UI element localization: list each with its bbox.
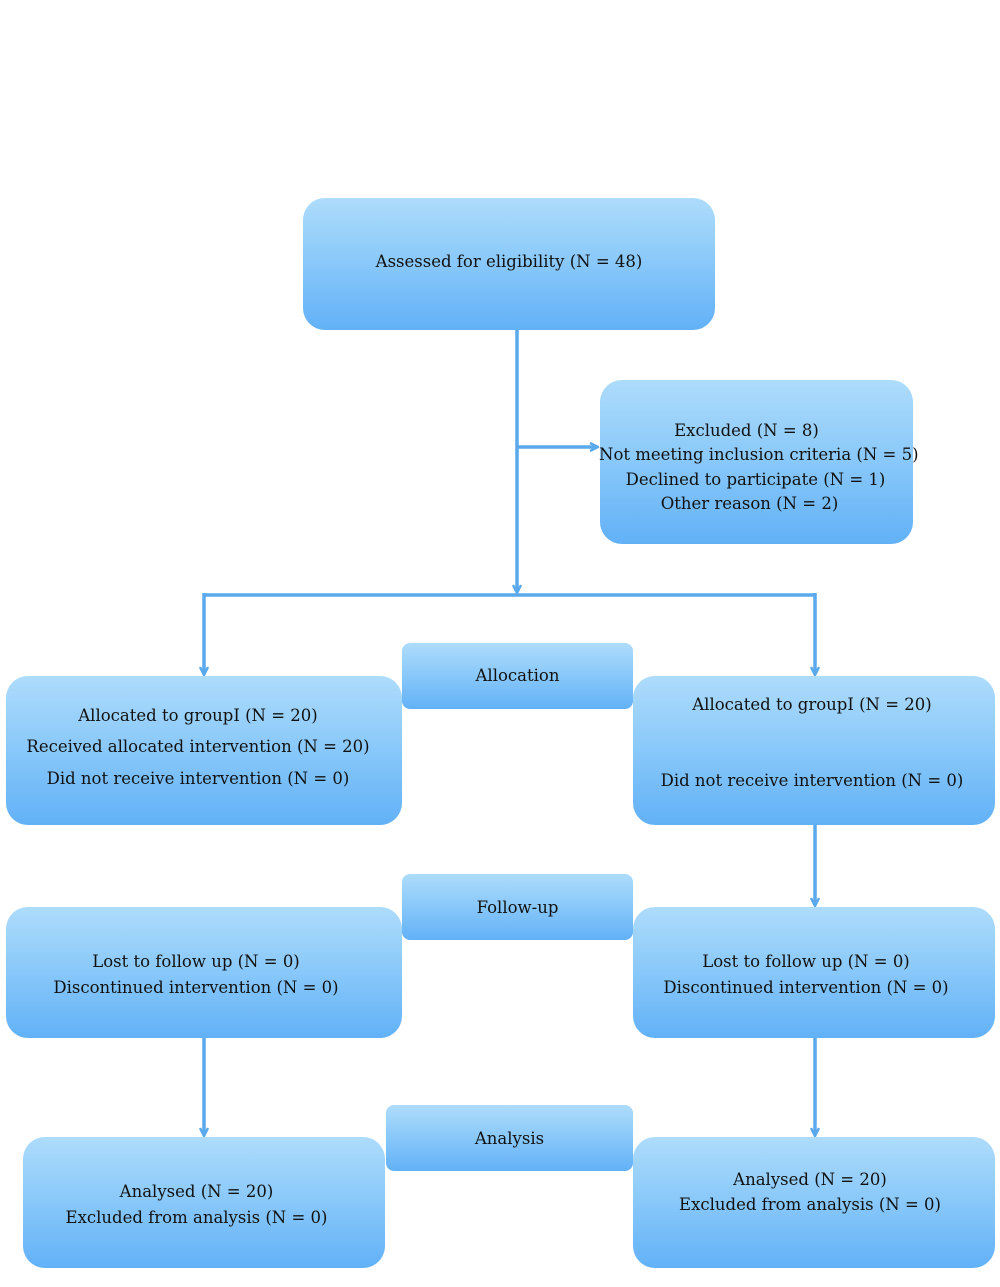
stage-label-analysis: Analysis: [386, 1105, 633, 1171]
left-allocated-not-received: Did not receive intervention (N = 0): [46, 769, 350, 788]
right-analysis-analysed: Analysed (N = 20): [733, 1170, 887, 1189]
excluded-box: Excluded (N = 8) Not meeting inclusion c…: [599, 380, 919, 544]
left-followup-lost: Lost to follow up (N = 0): [92, 952, 300, 971]
left-analysis-excluded: Excluded from analysis (N = 0): [65, 1208, 328, 1227]
right-followup-box: Lost to follow up (N = 0) Discontinued i…: [633, 907, 995, 1038]
excluded-item: Not meeting inclusion criteria (N = 5): [599, 445, 919, 464]
left-followup-box: Lost to follow up (N = 0) Discontinued i…: [6, 907, 402, 1038]
excluded-item: Other reason (N = 2): [660, 494, 839, 513]
left-allocated-box: Allocated to groupI (N = 20) Received al…: [6, 676, 402, 825]
right-followup-lost: Lost to follow up (N = 0): [702, 952, 910, 971]
right-followup-discontinued: Discontinued intervention (N = 0): [663, 978, 949, 997]
stage-label-allocation: Allocation: [402, 643, 633, 709]
excluded-title: Excluded (N = 8): [674, 421, 819, 440]
eligibility-box: Assessed for eligibility (N = 48): [303, 198, 715, 330]
left-allocated-received: Received allocated intervention (N = 20): [26, 737, 370, 756]
right-allocated-title: Allocated to groupI (N = 20): [692, 695, 932, 714]
eligibility-text: Assessed for eligibility (N = 48): [375, 252, 643, 271]
left-analysis-analysed: Analysed (N = 20): [119, 1182, 274, 1201]
left-allocated-title: Allocated to groupI (N = 20): [78, 706, 318, 725]
excluded-item: Declined to participate (N = 1): [625, 470, 886, 489]
right-allocated-box: Allocated to groupI (N = 20) Did not rec…: [633, 676, 995, 825]
left-analysis-box: Analysed (N = 20) Excluded from analysis…: [23, 1137, 385, 1268]
left-followup-discontinued: Discontinued intervention (N = 0): [53, 978, 339, 997]
right-allocated-not-received: Did not receive intervention (N = 0): [660, 771, 964, 790]
stage-label-followup: Follow-up: [402, 874, 633, 940]
right-analysis-box: Analysed (N = 20) Excluded from analysis…: [633, 1137, 995, 1268]
right-analysis-excluded: Excluded from analysis (N = 0): [679, 1195, 941, 1214]
